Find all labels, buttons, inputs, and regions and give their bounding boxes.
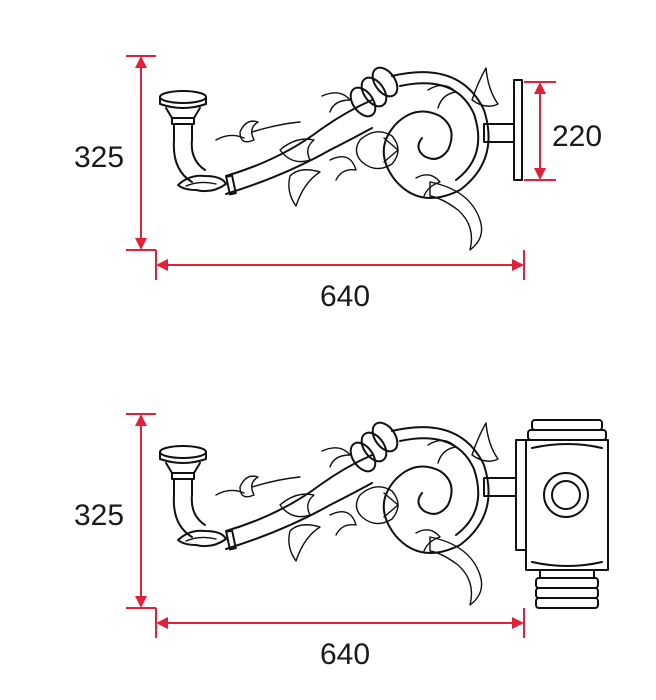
- main-arm: [225, 454, 373, 550]
- scroll-spiral: [382, 426, 490, 554]
- dimensions-top: [126, 55, 556, 280]
- lamp-holder: [159, 90, 207, 125]
- ring-collar: [349, 66, 399, 118]
- bracket-drawing-bottom: [159, 419, 609, 609]
- width-label-bottom: 640: [320, 638, 370, 671]
- width-label-top: 640: [320, 280, 370, 313]
- main-arm: [225, 99, 373, 195]
- diagram-top: 325 640 220: [74, 55, 602, 313]
- scroll-spiral: [382, 71, 490, 199]
- height-label-top: 325: [74, 141, 124, 174]
- height-label-bottom: 325: [74, 499, 124, 532]
- wall-plate: [513, 79, 523, 181]
- diagram-bottom: 325 640: [74, 413, 609, 671]
- down-pipe: [172, 123, 206, 183]
- down-pipe: [172, 478, 206, 538]
- bracket-drawing-top: [159, 66, 523, 251]
- ring-collar: [349, 421, 399, 473]
- dimensions-bottom: [126, 413, 525, 638]
- mount-label-top: 220: [552, 120, 602, 153]
- pole-clamp: [515, 419, 609, 609]
- lamp-holder: [159, 445, 207, 480]
